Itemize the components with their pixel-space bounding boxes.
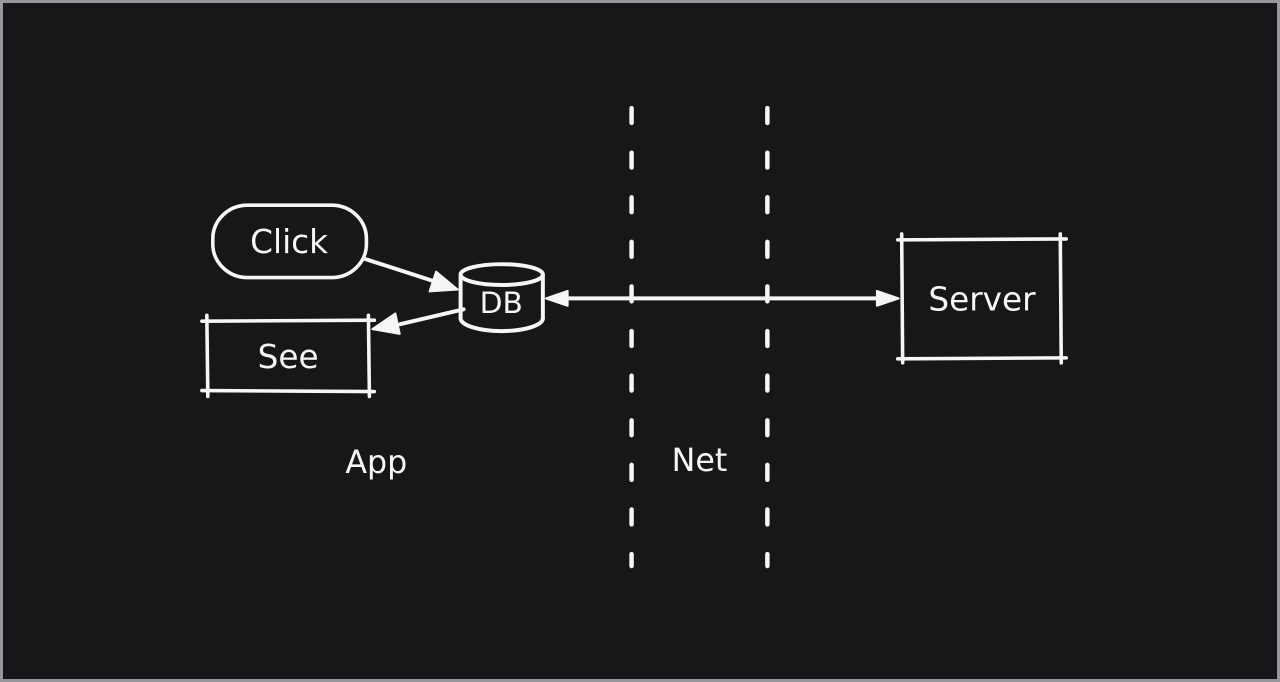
db-node-top-ellipse (458, 262, 545, 287)
arrow-click-to-db-head (428, 270, 459, 293)
arrow-db-to-see-head (371, 312, 401, 335)
net-zone-boundaries (629, 105, 770, 569)
click-node-label: Click (250, 223, 328, 261)
see-node-edge-right (366, 313, 372, 399)
server-node-edge-top (895, 237, 1069, 242)
server-node: Server (895, 232, 1069, 365)
click-node-shape (211, 203, 369, 280)
see-node-label: See (258, 338, 319, 376)
server-node-edge-bottom (895, 356, 1069, 361)
server-node-edge-left (899, 232, 905, 365)
arrow-db-server-head-right (875, 289, 900, 307)
db-node: DB (458, 262, 545, 334)
app-zone-label: App (345, 445, 407, 481)
arrow-db-to-see-line (398, 307, 466, 327)
net-zone-label: Net (672, 443, 728, 479)
db-node-bottom-arc (458, 316, 545, 334)
see-node-edge-bottom (200, 388, 377, 394)
arrow-click-to-db (362, 256, 459, 293)
see-node-edge-top (200, 318, 377, 323)
arrow-click-to-db-line (362, 256, 437, 284)
arrow-db-server-bidirectional (544, 289, 900, 307)
server-node-edge-right (1058, 232, 1064, 365)
see-node: See (200, 313, 377, 399)
arrow-db-server-head-left (544, 289, 569, 307)
click-node: Click (211, 203, 369, 280)
arrow-db-to-see (371, 307, 466, 335)
see-node-edge-left (205, 313, 210, 399)
diagram-canvas: Click See DB Server (200, 105, 1069, 569)
server-node-label: Server (928, 280, 1036, 318)
db-node-label: DB (480, 286, 523, 321)
